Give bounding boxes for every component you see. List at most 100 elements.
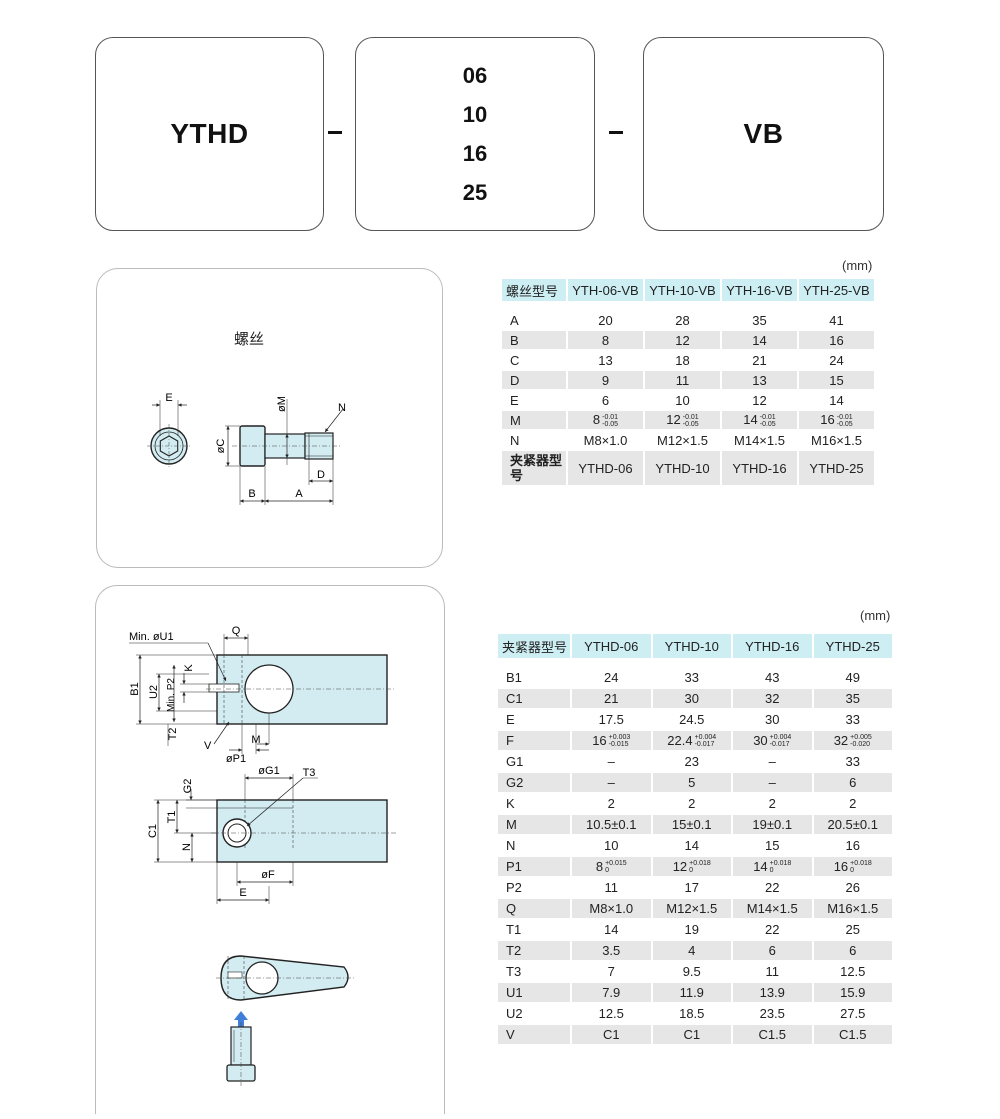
row-label: T2 xyxy=(498,941,570,960)
table-cell: 12.5 xyxy=(814,962,893,981)
cell-value: 2 xyxy=(688,796,696,811)
table-cell: YTHD-06 xyxy=(568,451,643,485)
table-cell: M12×1.5 xyxy=(652,899,731,918)
cell-value: 4 xyxy=(688,943,696,958)
row-label: C1 xyxy=(498,689,570,708)
clamp-spec-table: 夹紧器型号 YTHD-06 YTHD-10 YTHD-16 YTHD-25 B1… xyxy=(496,632,894,1046)
table-cell: M16×1.5 xyxy=(813,899,892,918)
cell-value: YTHD-10 xyxy=(655,460,710,476)
table-cell: 10.5±0.1 xyxy=(572,815,651,834)
cell-value: 14 xyxy=(829,392,844,408)
cell-value: 16 xyxy=(820,412,835,428)
dim-label-q: Q xyxy=(232,625,241,637)
table-cell: – xyxy=(572,773,651,792)
table-cell: – xyxy=(733,773,812,792)
cell-value: 14 xyxy=(752,332,767,348)
table-cell: 22 xyxy=(733,878,812,897)
cell-value: 43 xyxy=(765,670,780,685)
table-header-cell: YTH-16-VB xyxy=(722,279,797,301)
screw-title: 螺丝 xyxy=(234,331,264,348)
tolerance-lower: -0.05 xyxy=(759,420,776,428)
table-cell: 11 xyxy=(733,962,812,981)
table-cell: 15 xyxy=(733,836,812,855)
code-size: 10 xyxy=(462,102,488,127)
dim-label-e2: E xyxy=(239,887,246,899)
tolerance-upper: -0.01 xyxy=(836,413,853,421)
cell-value: 21 xyxy=(604,691,619,706)
table-cell: M8×1.0 xyxy=(572,899,651,918)
code-dash-1 xyxy=(328,131,342,134)
tolerance-upper: +0.018 xyxy=(689,860,711,868)
tolerance-lower: -0.020 xyxy=(850,741,871,749)
cell-value: 6 xyxy=(849,775,857,790)
dim-label-m: øM xyxy=(276,396,288,412)
table-cell: C1.5 xyxy=(733,1025,812,1044)
table-cell: 8-0.01-0.05 xyxy=(568,411,643,429)
dim-label-n: N xyxy=(338,402,346,414)
table-cell: 43 xyxy=(733,668,812,687)
cell-value: 26 xyxy=(845,880,860,895)
table-cell: 20 xyxy=(568,311,643,329)
cell-value: 15 xyxy=(765,838,780,853)
cell-value: 32 xyxy=(833,732,849,748)
table-cell: 11.9 xyxy=(652,983,731,1002)
table-cell: 23.5 xyxy=(733,1004,812,1023)
cell-value: 2 xyxy=(768,796,776,811)
code-size: 25 xyxy=(462,180,488,205)
cell-value: 10 xyxy=(675,392,690,408)
cell-value: 2 xyxy=(849,796,857,811)
cell-value: 33 xyxy=(684,670,699,685)
cell-value: 33 xyxy=(845,712,860,727)
cell-value: 23.5 xyxy=(759,1006,785,1021)
table-cell: 19±0.1 xyxy=(733,815,812,834)
row-label: F xyxy=(498,731,570,750)
cell-value: 19 xyxy=(684,922,699,937)
table-cell: 15.9 xyxy=(813,983,892,1002)
tolerance-lower: 0 xyxy=(605,867,609,875)
table-header-row: 螺丝型号 YTH-06-VB YTH-10-VB YTH-16-VB YTH-2… xyxy=(502,279,874,301)
table-header-cell: YTHD-10 xyxy=(652,634,731,658)
cell-value: 10 xyxy=(604,838,619,853)
cell-value: 21 xyxy=(752,352,767,368)
cell-value: – xyxy=(768,754,776,769)
table-cell: 15 xyxy=(799,371,874,389)
cell-value: 24 xyxy=(829,352,844,368)
table-cell: 9.5 xyxy=(653,962,732,981)
table-cell: M12×1.5 xyxy=(645,431,720,449)
dim-label-d: D xyxy=(317,469,325,481)
table-cell: 41 xyxy=(799,311,874,329)
code-size: 16 xyxy=(462,141,488,166)
table-cell: 16 xyxy=(814,836,893,855)
cell-value: 8 xyxy=(592,412,601,428)
row-label: V xyxy=(498,1025,570,1044)
table-cell: 14 xyxy=(799,391,874,409)
cell-value: 6 xyxy=(601,392,610,408)
code-box-sizes: 06 10 16 25 xyxy=(355,37,595,231)
cell-value: YTHD-06 xyxy=(578,460,633,476)
cell-value: 12 xyxy=(675,332,690,348)
dim-label-p1: øP1 xyxy=(226,753,246,765)
table-cell: 35 xyxy=(722,311,797,329)
row-label: D xyxy=(502,371,566,389)
cell-value: 11 xyxy=(604,880,619,895)
row-label: P1 xyxy=(498,857,570,876)
cell-value: M14×1.5 xyxy=(734,432,785,448)
table-header-cell: 夹紧器型号 xyxy=(498,634,570,658)
cell-value: C1 xyxy=(683,1027,701,1042)
tolerance-upper: +0.018 xyxy=(850,860,872,868)
dim-label-u2: U2 xyxy=(148,685,160,699)
cell-value: 5 xyxy=(688,775,696,790)
cell-value: 6 xyxy=(768,943,776,958)
cell-value: 23 xyxy=(684,754,699,769)
table-header-cell: 螺丝型号 xyxy=(502,279,566,301)
table-cell: 2 xyxy=(733,794,812,813)
cell-value: 14 xyxy=(684,838,699,853)
